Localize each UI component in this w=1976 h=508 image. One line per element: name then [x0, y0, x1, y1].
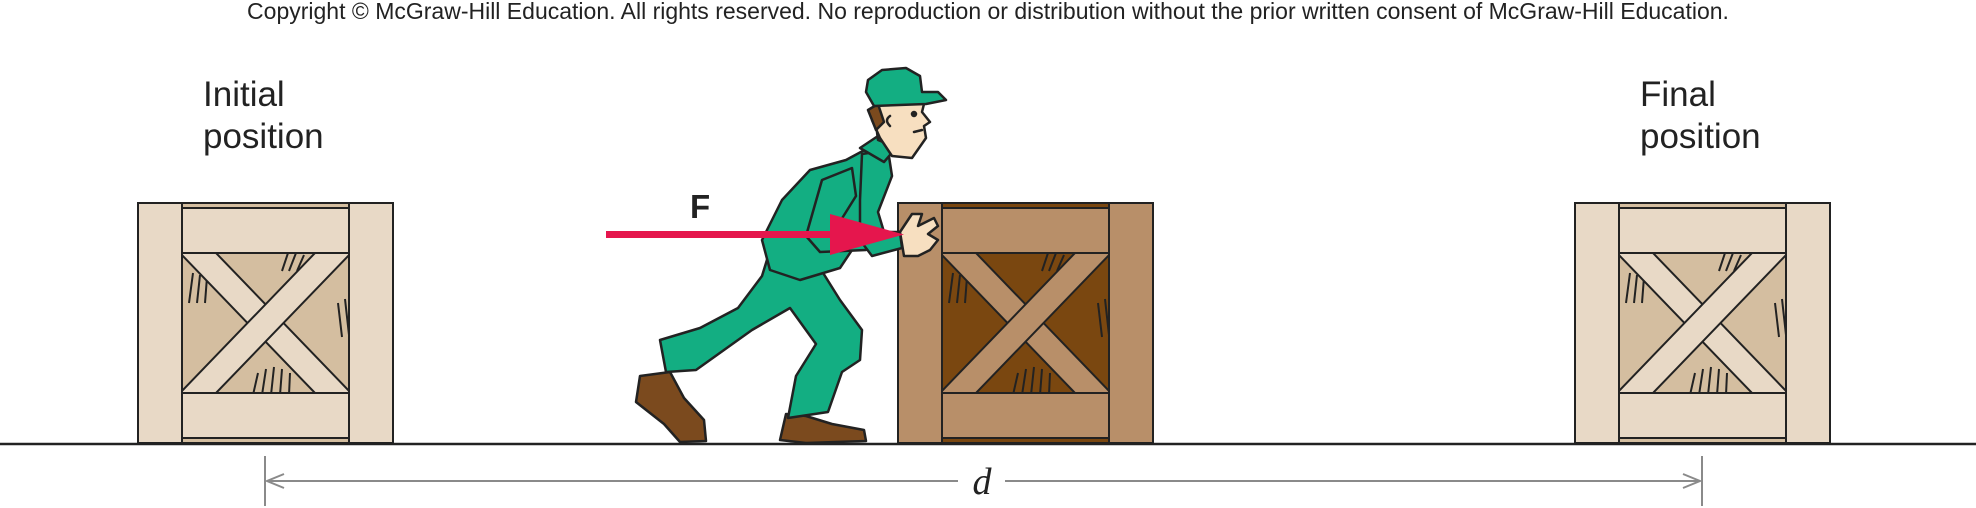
- worker-front-shoe: [778, 412, 868, 445]
- distance-label: d: [973, 461, 993, 503]
- worker-cap: [864, 66, 948, 108]
- force-arrow: [606, 214, 904, 255]
- final-position-label: Final: [1640, 75, 1716, 114]
- crate-final: [1574, 202, 1831, 444]
- worker-figure: [634, 66, 948, 445]
- worker-legs: [658, 248, 864, 420]
- final-position-label-line2: position: [1640, 117, 1761, 156]
- worker-back-shoe: [634, 370, 708, 444]
- distance-dimension: [264, 456, 1703, 506]
- force-label: F: [690, 188, 710, 225]
- initial-position-label: Initial: [203, 75, 285, 114]
- crate-initial: [137, 202, 394, 444]
- initial-position-label-line2: position: [203, 117, 324, 156]
- worker-front-hand: [898, 212, 940, 258]
- copyright-notice: Copyright © McGraw-Hill Education. All r…: [247, 0, 1729, 24]
